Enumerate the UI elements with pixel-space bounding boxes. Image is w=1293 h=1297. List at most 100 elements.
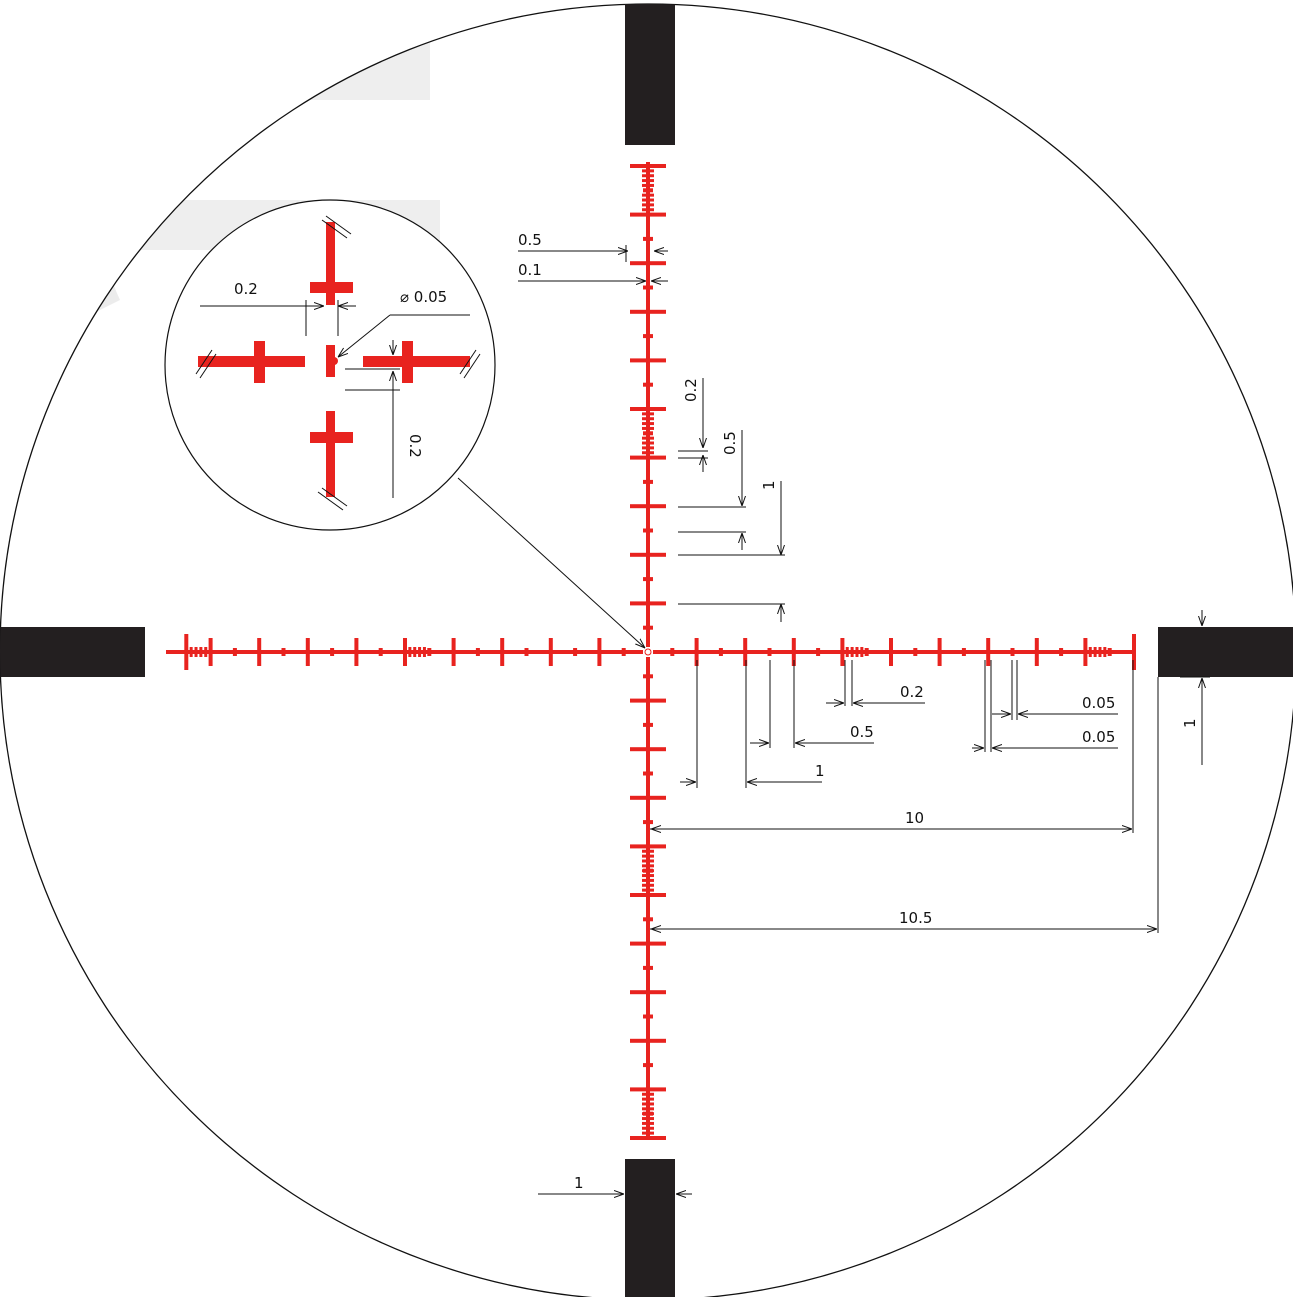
reticle-h-fine-tick: [189, 647, 193, 657]
reticle-h-fine-tick: [199, 647, 203, 657]
dim-hash-spacing: 0.5: [518, 231, 542, 249]
right-post: [1158, 627, 1293, 677]
top-post: [625, 4, 675, 145]
dim-vertical-full: 1: [760, 480, 778, 490]
reticle-h-tick: [208, 638, 213, 666]
reticle-crosshair: [166, 162, 1136, 1140]
reticle-h-tick: [840, 638, 845, 666]
reticle-v-fine-tick: [642, 426, 654, 430]
reticle-h-tick: [791, 638, 796, 666]
reticle-v-fine-tick: [642, 436, 654, 440]
reticle-h-tick: [305, 638, 310, 666]
reticle-h-tick: [232, 648, 237, 656]
reticle-v-tick: [643, 625, 653, 630]
reticle-h-tick: [743, 638, 748, 666]
reticle-horizontal-line-right: [653, 650, 1136, 654]
reticle-v-tick: [643, 771, 653, 776]
center-dot: [644, 648, 652, 656]
reticle-v-fine-tick: [642, 198, 654, 202]
reticle-h-fine-tick: [850, 647, 854, 657]
reticle-v-fine-tick: [642, 1097, 654, 1101]
reticle-v-fine-tick: [642, 174, 654, 178]
reticle-v-tick: [643, 479, 653, 484]
reticle-v-fine-tick: [642, 1131, 654, 1135]
reticle-h-tick: [403, 638, 407, 666]
dim-ten-five: 10.5: [899, 909, 932, 927]
reticle-h-fine-tick: [1098, 647, 1102, 657]
reticle-v-fine-tick: [642, 1117, 654, 1121]
dim-horizontal-half: 0.5: [850, 723, 874, 741]
reticle-h-tick: [548, 638, 553, 666]
reticle-h-fine-tick: [860, 647, 864, 657]
reticle-v-fine-tick: [642, 183, 654, 187]
reticle-h-tick: [961, 648, 966, 656]
reticle-h-tick: [767, 648, 772, 656]
reticle-h-fine-tick: [855, 647, 859, 657]
reticle-v-tick: [643, 1014, 653, 1019]
reticle-h-fine-tick: [418, 647, 422, 657]
reticle-v-tick: [643, 820, 653, 825]
reticle-v-tick: [630, 407, 666, 411]
reticle-h-fine-tick: [1088, 647, 1092, 657]
reticle-h-tick: [986, 638, 991, 666]
reticle-v-tick: [643, 334, 653, 339]
dim-horizontal-fine: 0.2: [900, 683, 924, 701]
reticle-v-fine-tick: [642, 874, 654, 878]
reticle-v-tick: [630, 358, 666, 363]
reticle-v-tick: [630, 1136, 666, 1140]
reticle-v-tick: [630, 1038, 666, 1043]
reticle-h-fine-tick: [194, 647, 198, 657]
reticle-h-tick: [864, 648, 869, 656]
reticle-v-tick: [630, 893, 666, 897]
dim-vertical-half: 0.5: [721, 431, 739, 455]
reticle-h-fine-tick: [204, 647, 208, 657]
bottom-post: [625, 1159, 675, 1297]
reticle-v-tick: [643, 965, 653, 970]
reticle-h-fine-tick: [845, 647, 849, 657]
reticle-h-fine-tick: [1093, 647, 1097, 657]
reticle-v-tick: [643, 577, 653, 582]
reticle-v-fine-tick: [642, 883, 654, 887]
reticle-v-fine-tick: [642, 441, 654, 445]
reticle-v-fine-tick: [642, 208, 654, 212]
reticle-h-fine-tick: [1103, 647, 1107, 657]
horizontal-dimensions: [538, 610, 1210, 1194]
dim-post-bottom: 1: [574, 1174, 584, 1192]
dim-vertical-fine: 0.2: [682, 378, 700, 402]
reticle-v-tick: [643, 1063, 653, 1068]
reticle-v-fine-tick: [642, 417, 654, 421]
reticle-v-tick: [630, 212, 666, 217]
reticle-vertical-line-bottom: [646, 657, 650, 1138]
reticle-v-tick: [643, 285, 653, 290]
vertical-dimensions: [518, 245, 785, 622]
reticle-h-tick: [1083, 638, 1088, 666]
inset-leader-line: [457, 477, 645, 648]
reticle-v-fine-tick: [642, 854, 654, 858]
dim-post-right: 1: [1181, 718, 1199, 728]
reticle-h-tick: [937, 638, 942, 666]
reticle-v-fine-tick: [642, 1126, 654, 1130]
reticle-h-fine-tick: [408, 647, 412, 657]
reticle-h-tick: [670, 648, 675, 656]
reticle-h-tick: [913, 648, 918, 656]
dim-thick-a: 0.05: [1082, 694, 1115, 712]
reticle-v-fine-tick: [642, 422, 654, 426]
reticle-v-fine-tick: [642, 1107, 654, 1111]
reticle-h-tick: [1059, 648, 1064, 656]
reticle-h-tick: [330, 648, 335, 656]
reticle-v-fine-tick: [642, 1121, 654, 1125]
reticle-v-tick: [643, 188, 653, 193]
reticle-v-tick: [630, 309, 666, 314]
reticle-h-tick: [257, 638, 262, 666]
reticle-h-tick: [378, 648, 383, 656]
reticle-v-tick: [630, 1087, 666, 1092]
reticle-v-fine-tick: [642, 859, 654, 863]
reticle-v-tick: [630, 261, 666, 266]
dim-fine-spacing: 0.1: [518, 261, 542, 279]
reticle-h-tick: [889, 638, 893, 666]
reticle-h-tick: [1010, 648, 1015, 656]
reticle-v-fine-tick: [642, 849, 654, 853]
reticle-v-tick: [630, 504, 666, 509]
